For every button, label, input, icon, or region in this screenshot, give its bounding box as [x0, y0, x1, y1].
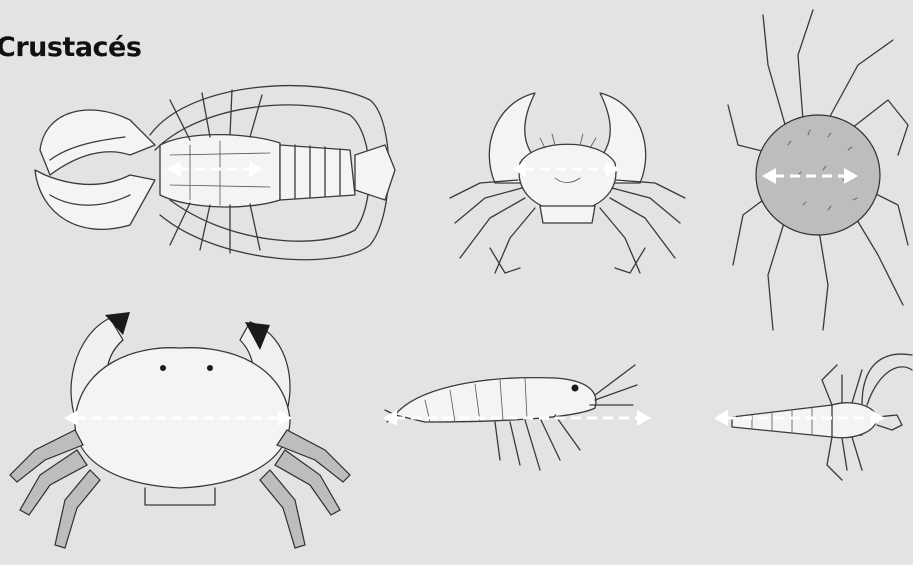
swimming-crab-illustration — [440, 88, 695, 278]
edible-crab-illustration — [5, 310, 355, 560]
page-title: Crustacés — [0, 32, 141, 63]
measure-arrow-lobster — [165, 158, 265, 180]
measure-arrow-edible-crab — [62, 407, 294, 429]
measure-arrow-swimming-crab — [510, 158, 622, 180]
measure-arrow-shrimp — [381, 407, 653, 429]
measure-arrow-langoustine — [712, 407, 887, 429]
measure-arrow-spider-crab — [760, 165, 860, 187]
